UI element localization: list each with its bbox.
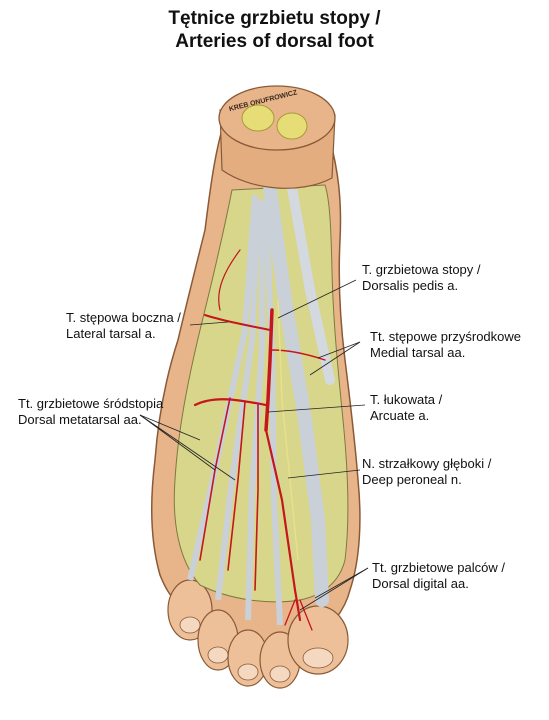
dorsal-metatarsal-artery-2: [227, 401, 246, 571]
leader-metatarsal-1: [139, 414, 201, 441]
label-medial-tarsal-pl: Tt. stępowe przyśrodkowe: [370, 329, 522, 344]
leader-arcuate: [267, 404, 366, 413]
toe-nail-3: [237, 663, 259, 681]
label-lateral-tarsal-en: Lateral tarsal a.: [66, 326, 156, 341]
dorsalis-pedis-artery: [264, 308, 274, 432]
medial-tarsal-artery: [271, 349, 326, 361]
label-dorsal-digital-pl: Tt. grzbietowe palców /: [372, 560, 505, 575]
tendon-tibialis-anterior: [287, 183, 335, 385]
tendon-extensor-digitorum-4: [263, 199, 283, 626]
label-medial-tarsal: Tt. stępowe przyśrodkowe Medial tarsal a…: [370, 329, 521, 361]
leader-medial-tarsal-1: [317, 341, 361, 359]
label-dorsalis-pedis-pl: T. grzbietowa stopy /: [362, 262, 481, 277]
label-dorsal-metatarsal-pl: Tt. grzbietowe śródstopia: [18, 396, 164, 411]
leader-lines: [139, 279, 369, 611]
fibula-cut: [276, 112, 308, 140]
leader-metatarsal-3: [139, 414, 236, 481]
label-lateral-tarsal-pl: T. stępowa boczna /: [66, 310, 181, 325]
tendon-extensor-hallucis: [263, 183, 329, 607]
leader-deep-peroneal: [287, 469, 361, 479]
label-medial-tarsal-en: Medial tarsal aa.: [370, 345, 466, 360]
lateral-tarsal-artery: [204, 314, 271, 331]
label-arcuate-pl: T. łukowata /: [370, 392, 443, 407]
label-arcuate: T. łukowata / Arcuate a.: [370, 392, 442, 424]
leader-metatarsal-2: [139, 414, 216, 471]
figure-title-line-2: Arteries of dorsal foot: [175, 31, 374, 52]
toe-nail-4: [207, 646, 229, 664]
label-dorsal-metatarsal-en: Dorsal metatarsal aa.: [18, 412, 142, 427]
label-dorsal-digital: Tt. grzbietowe palców / Dorsal digital a…: [372, 560, 505, 592]
label-dorsalis-pedis-en: Dorsalis pedis a.: [362, 278, 459, 293]
tendon-extensor-digitorum-2: [215, 199, 261, 601]
leader-lateral-tarsal: [189, 321, 229, 326]
label-dorsal-digital-en: Dorsal digital aa.: [372, 576, 469, 591]
dorsal-metatarsal-artery-3: [254, 404, 259, 591]
label-dorsalis-pedis: T. grzbietowa stopy / Dorsalis pedis a.: [362, 262, 481, 294]
tendon-extensor-digitorum-3: [245, 200, 265, 621]
label-arcuate-en: Arcuate a.: [370, 408, 430, 423]
leg-cross-section: [218, 85, 336, 151]
leader-dorsalis-pedis: [277, 279, 357, 319]
toe-nail-5: [179, 616, 201, 634]
deep-peroneal-nerve: [277, 299, 299, 561]
label-deep-peroneal: N. strzałkowy głęboki / Deep peroneal n.: [362, 456, 491, 488]
label-deep-peroneal-pl: N. strzałkowy głęboki /: [362, 456, 492, 471]
dorsal-digital-artery-2: [284, 599, 296, 626]
leader-medial-tarsal-2: [309, 341, 361, 376]
arcuate-artery: [193, 398, 268, 407]
label-dorsal-metatarsal: Tt. grzbietowe śródstopia Dorsal metatar…: [18, 396, 163, 428]
arterial-twig-upper: [218, 249, 241, 311]
label-deep-peroneal-en: Deep peroneal n.: [362, 472, 462, 487]
toe-nail-1: [302, 647, 334, 669]
figure-title-line-1: Tętnice grzbietu stopy /: [168, 8, 381, 29]
tibia-cut: [241, 104, 275, 132]
dorsal-digital-artery-1: [299, 599, 313, 631]
label-lateral-tarsal: T. stępowa boczna / Lateral tarsal a.: [66, 310, 181, 342]
leader-digital-2: [299, 567, 369, 611]
first-dorsal-metatarsal-artery: [264, 428, 302, 622]
toe-nail-2: [269, 665, 291, 683]
